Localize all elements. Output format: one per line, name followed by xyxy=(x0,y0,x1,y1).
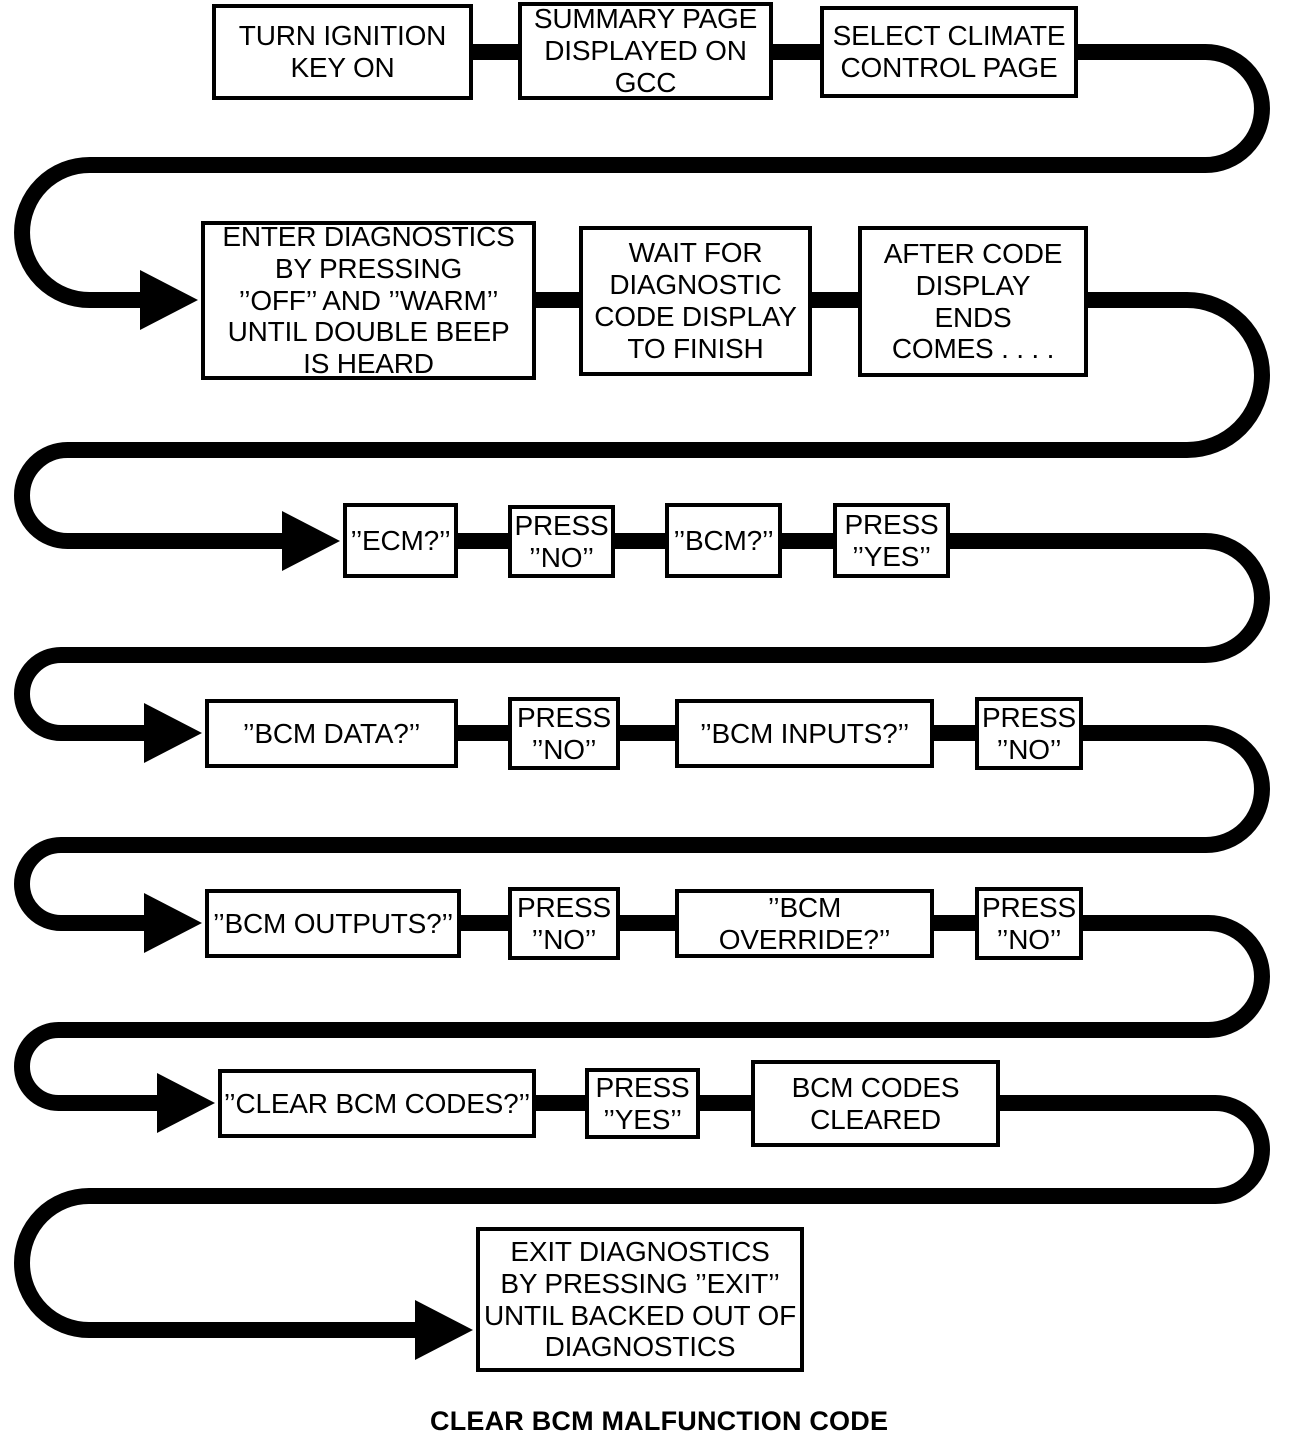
flow-node-press-no-5[interactable]: PRESS ’’NO’’ xyxy=(975,887,1083,960)
arrowhead-w2 xyxy=(282,511,340,571)
flow-node-bcm-inputs-prompt[interactable]: ’’BCM INPUTS?’’ xyxy=(675,699,934,768)
flow-node-press-no-1[interactable]: PRESS ’’NO’’ xyxy=(508,505,615,578)
flow-node-bcm-codes-cleared[interactable]: BCM CODES CLEARED xyxy=(751,1060,1000,1147)
flow-node-press-no-3[interactable]: PRESS ’’NO’’ xyxy=(975,697,1083,770)
arrowhead-w1 xyxy=(140,270,198,330)
flow-node-enter-diagnostics[interactable]: ENTER DIAGNOSTICS BY PRESSING ’’OFF’’ AN… xyxy=(201,221,536,380)
flow-node-bcm-prompt[interactable]: ’’BCM?’’ xyxy=(665,503,782,578)
arrowhead-w6 xyxy=(415,1300,473,1360)
flow-node-bcm-data-prompt[interactable]: ’’BCM DATA?’’ xyxy=(205,699,458,768)
flow-node-after-code-display-ends[interactable]: AFTER CODE DISPLAY ENDS COMES . . . . xyxy=(858,226,1088,377)
flow-node-turn-ignition-key-on[interactable]: TURN IGNITION KEY ON xyxy=(212,4,473,100)
flow-node-press-yes-2[interactable]: PRESS ’’YES’’ xyxy=(585,1068,700,1139)
flow-node-exit-diagnostics[interactable]: EXIT DIAGNOSTICS BY PRESSING ’’EXIT’’ UN… xyxy=(476,1227,804,1372)
flow-node-press-yes-1[interactable]: PRESS ’’YES’’ xyxy=(833,503,950,578)
flow-node-wait-for-diagnostic-code-display[interactable]: WAIT FOR DIAGNOSTIC CODE DISPLAY TO FINI… xyxy=(579,226,812,376)
diagram-caption: CLEAR BCM MALFUNCTION CODE xyxy=(430,1406,889,1436)
flow-node-ecm-prompt[interactable]: ’’ECM?’’ xyxy=(343,503,458,578)
flow-node-summary-page-displayed-on-gcc[interactable]: SUMMARY PAGE DISPLAYED ON GCC xyxy=(518,2,773,100)
flow-node-bcm-override-prompt[interactable]: ’’BCM OVERRIDE?’’ xyxy=(675,889,934,958)
flow-node-press-no-4[interactable]: PRESS ’’NO’’ xyxy=(508,887,620,960)
flow-node-select-climate-control-page[interactable]: SELECT CLIMATE CONTROL PAGE xyxy=(820,6,1078,98)
arrowhead-w3 xyxy=(144,703,202,763)
flow-node-clear-bcm-codes-prompt[interactable]: ’’CLEAR BCM CODES?’’ xyxy=(218,1069,536,1138)
flow-node-bcm-outputs-prompt[interactable]: ’’BCM OUTPUTS?’’ xyxy=(205,889,461,958)
arrowhead-w5 xyxy=(157,1073,215,1133)
arrowhead-w4 xyxy=(144,893,202,953)
flow-node-press-no-2[interactable]: PRESS ’’NO’’ xyxy=(508,697,620,770)
